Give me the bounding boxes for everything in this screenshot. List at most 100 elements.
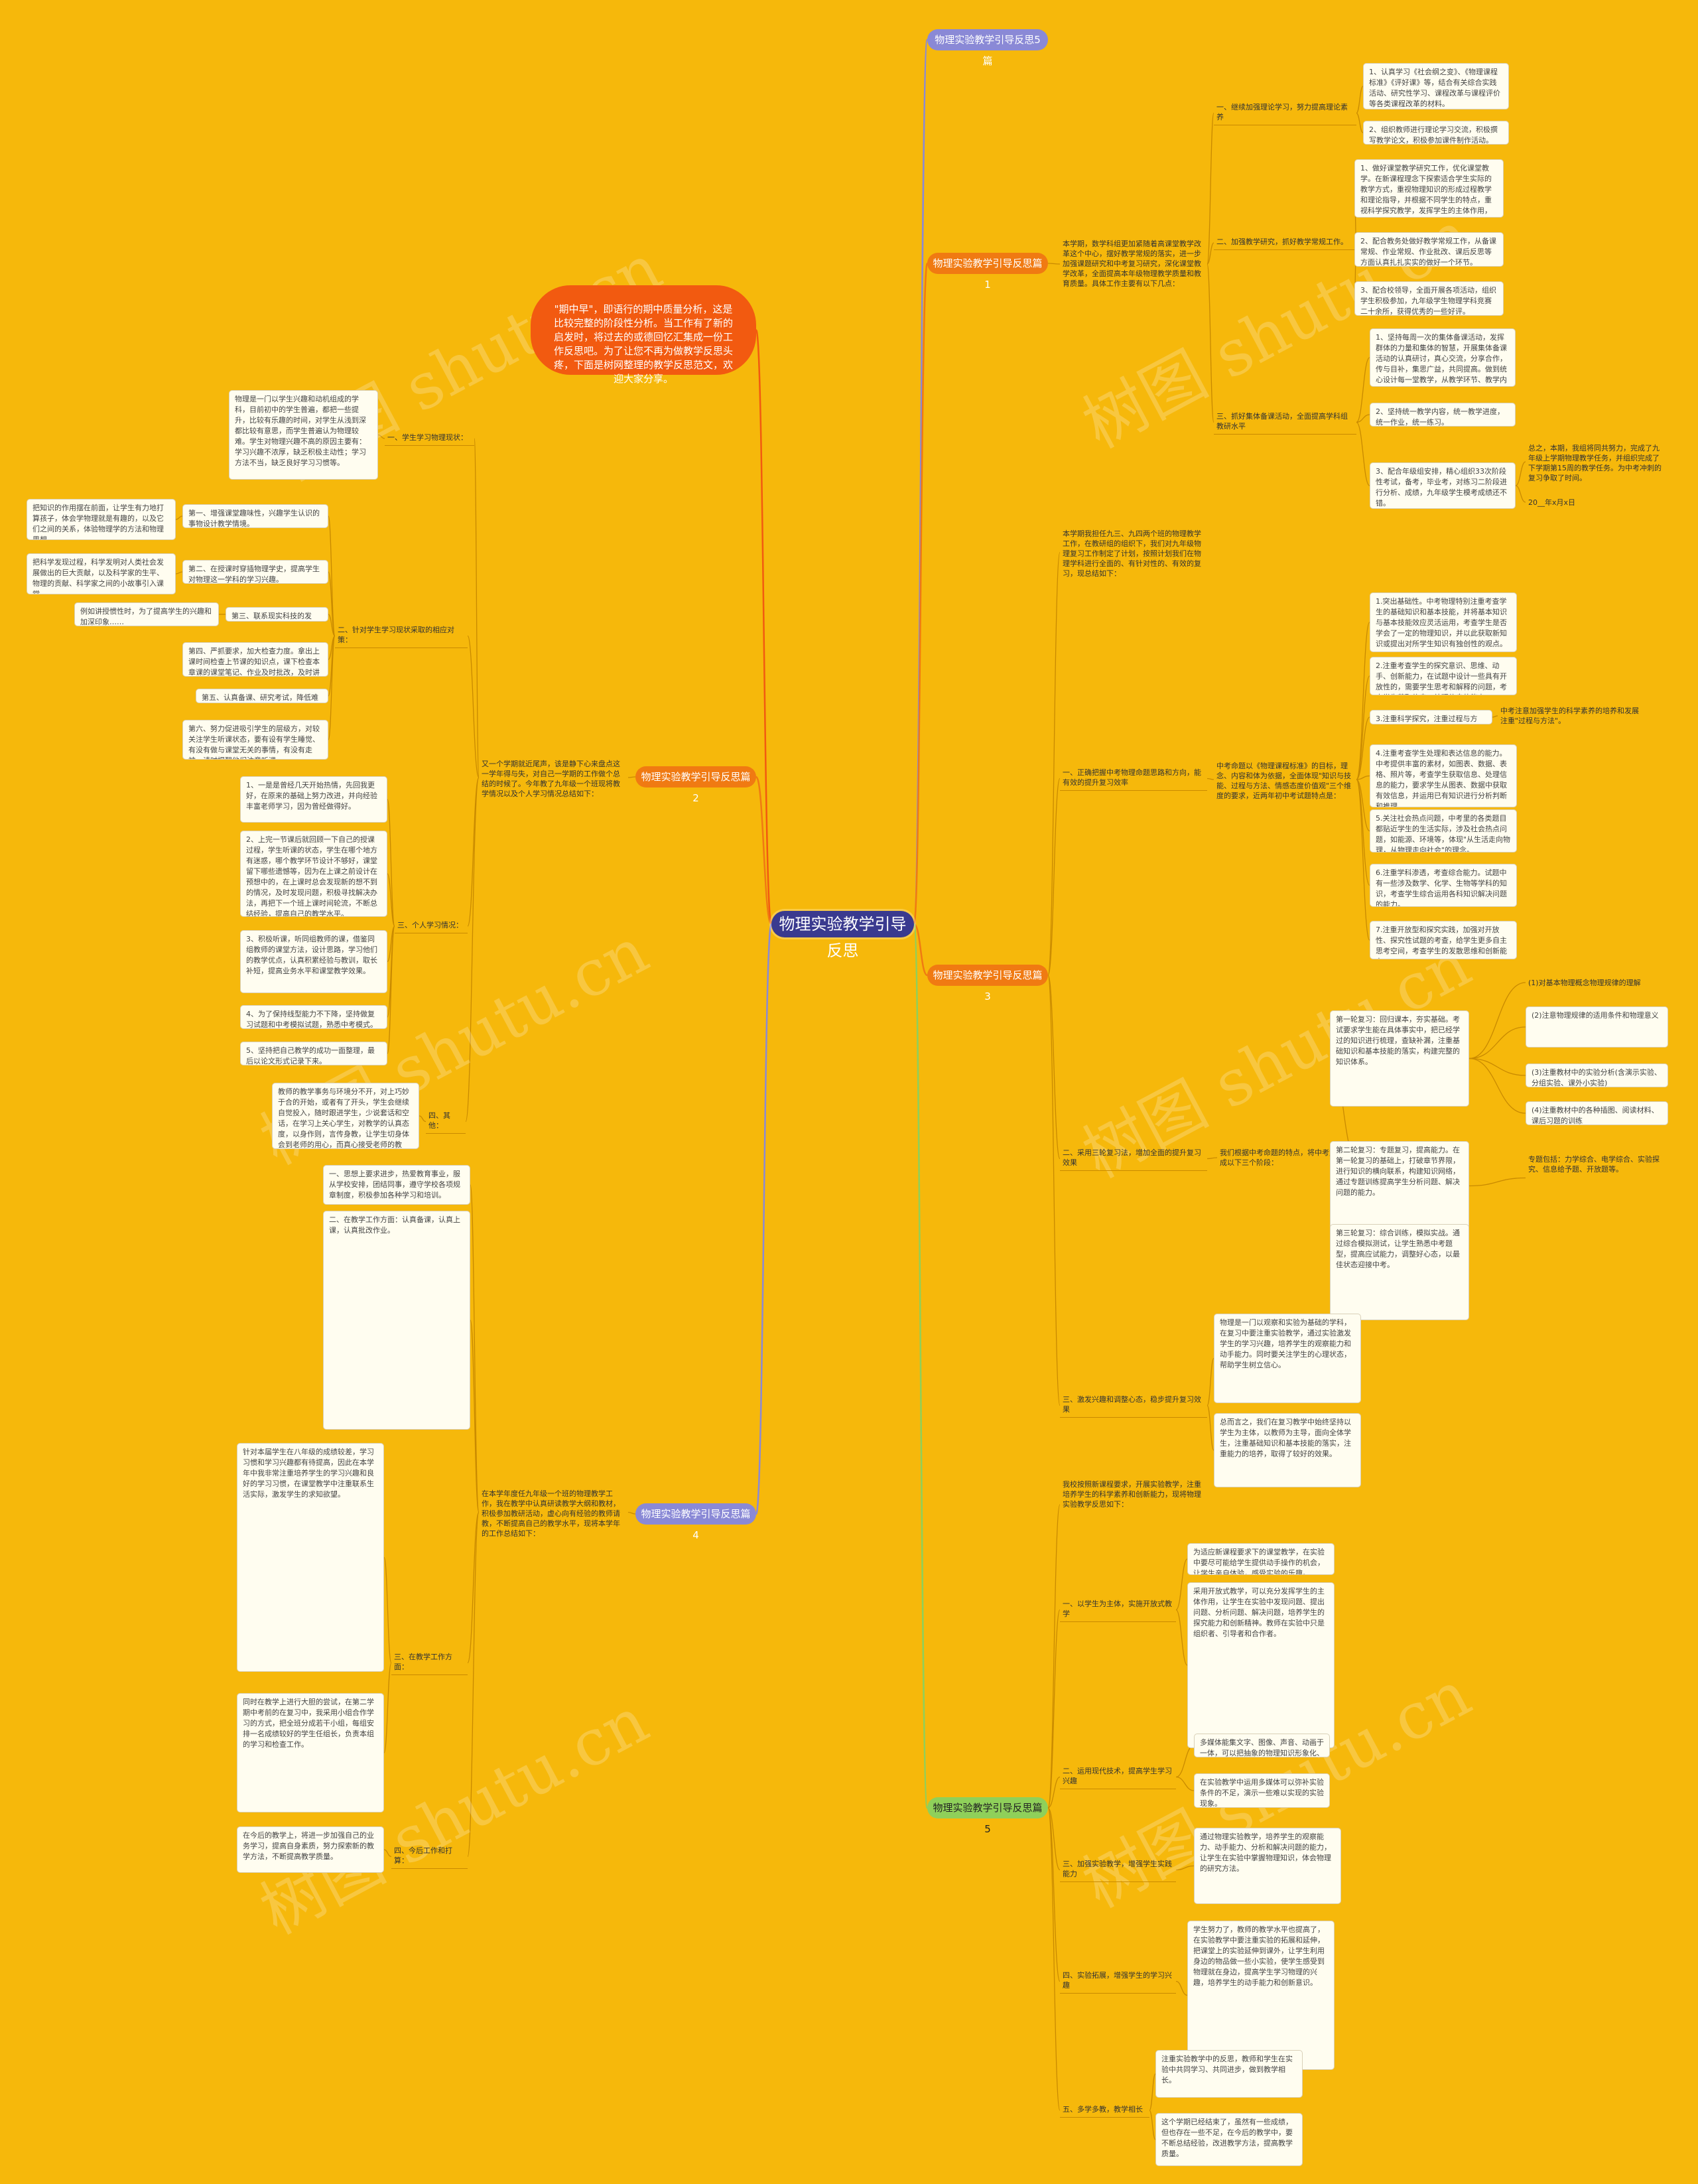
connector-line-55 xyxy=(1207,1157,1218,1160)
b3-section-3[interactable]: 三、激发兴趣和调整心态，稳步提升复习效果 xyxy=(1060,1393,1207,1418)
connector-line-83 xyxy=(1175,1776,1195,1791)
b1-s3-card-2: 2、坚持统一教学内容，统一教学进度，统一作业，统一练习。 xyxy=(1370,403,1516,427)
connector-line-29 xyxy=(328,614,336,637)
connector-line-23 xyxy=(467,635,480,778)
b2-s3-card-3: 3、积极听课，听同组教师的课，借鉴同组教师的课堂方法，设计思路，学习他们的教学优… xyxy=(240,930,387,993)
connector-line-22 xyxy=(474,438,480,778)
b3-s1-card-6: 6.注重学科渗透，考查综合能力。试题中有一些涉及数学、化学、生物等学科的知识，考… xyxy=(1370,864,1517,907)
b2-s2-card-6: 第六、努力促进吸引学生的层级方，对较关注学生听课状态，要有设有学生睡觉、有没有做… xyxy=(182,720,328,760)
b1-closing: 总之，本期，我组将同共努力，完成了九年级上学期物理教学任务，并组织完成了下学期第… xyxy=(1528,444,1662,482)
b2-s2-card-5: 第五、认真备课、研究考试，降低难度。 xyxy=(196,689,328,703)
connector-line-80 xyxy=(1175,1558,1188,1611)
connector-line-21 xyxy=(627,776,636,778)
connector-line-42 xyxy=(1047,551,1061,976)
b1-s2-card-1: 1、做好课堂教学研究工作，优化课堂教学。在新课程理念下探索适合学生实际的教学方式… xyxy=(1354,159,1504,218)
b3-s3-card-1: 物理是一门以观察和实验为基础的学科，在复习中要注重实验教学，通过实验激发学生的学… xyxy=(1214,1314,1361,1403)
b2-section-1[interactable]: 一、学生学习物理现状： xyxy=(385,431,474,446)
root-topic[interactable]: 物理实验教学引导反思 xyxy=(771,911,914,960)
b1-s2-card-3: 3、配合校领导，全面开展各项活动，组织学生积极参加，九年级学生物理学科竞赛二十余… xyxy=(1354,281,1504,316)
b3-s1-card-3: 3.注重科学探究，注重过程与方法。 xyxy=(1370,710,1492,724)
b5-section-3[interactable]: 三、加强实验教学，增强学生实践能力 xyxy=(1060,1858,1176,1882)
b5-s1-card-2: 采用开放式教学，可以充分发挥学生的主体作用，让学生在实验中发现问题、提出问题、分… xyxy=(1187,1582,1335,1748)
branch-5-overview[interactable]: 物理实验教学引导反思5篇 xyxy=(927,29,1048,67)
b5-section-2[interactable]: 二、运用现代技术，提高学生学习兴趣 xyxy=(1060,1765,1176,1789)
b2-section-3[interactable]: 三、个人学习情况： xyxy=(395,919,468,933)
b1-s3-card-1: 1、坚持每周一次的集体备课活动，发挥群体的力量和集体的智慧，开展集体备课活动的认… xyxy=(1370,328,1516,387)
b2-s4-card-1: 教师的教学事务与环境分不开，对上巧妙于合的开始，或者有了开头，学生会继续自觉投入… xyxy=(272,1083,419,1149)
b3-s2-card-1: 第一轮复习：回归课本，夯实基础。考试要求学生能在具体事实中，把已经学过的知识进行… xyxy=(1330,1010,1469,1107)
b3-s1-card-1: 1.突出基础性。中考物理特别注重考查学生的基础知识和基本技能，并将基本知识与基本… xyxy=(1370,592,1517,652)
b2-section-2[interactable]: 二、针对学生学习现状采取的相应对策： xyxy=(335,624,468,648)
connector-line-32 xyxy=(328,635,336,740)
connector-line-46 xyxy=(1207,778,1214,780)
b1-s1-card-2: 2、组织教师进行理论学习交流，积极撰写教学论文，积极参加课件制作活动。 xyxy=(1363,121,1509,145)
connector-line-67 xyxy=(470,1184,480,1513)
b2-s2-note-3: 例如讲授惯性时，为了提高学生的兴趣和加深印象…… xyxy=(74,602,219,626)
b4-s3-card-1: 针对本届学生在八年级的成绩较差，学习习惯和学习兴趣都有待提高，因此在本学年中我非… xyxy=(237,1443,384,1672)
b4-section-4[interactable]: 四、今后工作和打算： xyxy=(391,1844,468,1869)
b2-s3-card-5: 5、坚持把自己教学的成功一面整理，最后以论文形式记录下来。 xyxy=(240,1042,387,1065)
b4-summary: 在本学年度任九年级一个班的物理教学工作，我在教学中认真研读教学大纲和教材，积极参… xyxy=(482,1489,620,1538)
b4-section-3[interactable]: 三、在教学工作方面： xyxy=(391,1651,468,1675)
b3-s2-c1-note-3: (3)注重教材中的实验分析(含演示实验、分组实验、课外小实验) xyxy=(1526,1063,1668,1087)
branch-4[interactable]: 物理实验教学引导反思篇4 xyxy=(635,1503,756,1541)
connector-line-20 xyxy=(1515,485,1526,503)
connector-line-61 xyxy=(1469,1058,1526,1076)
b3-s1-card-3-note: 中考注意加强学生的科学素养的培养和发展注重"过程与方法"。 xyxy=(1500,707,1639,725)
connector-line-81 xyxy=(1175,1609,1188,1666)
branch-3[interactable]: 物理实验教学引导反思篇3 xyxy=(927,965,1048,1002)
connector-line-69 xyxy=(467,1511,480,1664)
connector-line-0 xyxy=(913,38,929,925)
b5-s5-card-2: 这个学期已经结束了，虽然有一些成绩，但也存在一些不足，在今后的教学中，要不断总结… xyxy=(1155,2113,1303,2166)
branch-1[interactable]: 物理实验教学引导反思篇1 xyxy=(927,253,1048,291)
b2-s2-note-2: 把科学发现过程，科学发明对人类社会发展做出的巨大贡献，以及科学家的生平、物理的贡… xyxy=(27,553,176,594)
connector-line-48 xyxy=(1356,675,1370,780)
connector-line-59 xyxy=(1469,982,1526,1059)
b5-section-5[interactable]: 五、多学多教，教学相长 xyxy=(1060,2103,1149,2118)
b5-s3-card-1: 通过物理实验教学，培养学生的观察能力、动手能力、分析和解决问题的能力，让学生在实… xyxy=(1194,1828,1341,1904)
connector-line-65 xyxy=(1207,1404,1214,1451)
connector-line-25 xyxy=(465,777,480,1123)
branch-5[interactable]: 物理实验教学引导反思篇5 xyxy=(927,1797,1048,1835)
b4-s4-card-1: 在今后的教学上，将进一步加强自己的业务学习，提高自身素质，努力探索新的教学方法，… xyxy=(237,1826,384,1873)
b1-section-3[interactable]: 三、抓好集体备课活动，全面提高学科组教研水平 xyxy=(1214,410,1356,435)
b3-s2-card-2: 第二轮复习：专题复习，提高能力。在第一轮复习的基础上，打破章节界限，进行知识的横… xyxy=(1330,1141,1469,1231)
connector-line-75 xyxy=(1047,1609,1061,1809)
b2-s2-card-2: 第二、在授课时穿插物理学史，提高学生对物理这一学科的学习兴趣。 xyxy=(182,560,328,584)
b3-section-2[interactable]: 二、采用三轮复习法，增加全面的提升复习效果 xyxy=(1060,1146,1207,1171)
connector-line-78 xyxy=(1047,1807,1061,1982)
connector-line-4 xyxy=(913,923,929,977)
connector-line-51 xyxy=(1356,779,1370,832)
b3-section-1[interactable]: 一、正确把握中考物理命题思路和方向，能有效的提升复习效率 xyxy=(1060,766,1207,791)
b1-summary: 本学期，数学科组更加紧随着高课堂教学改革这个中心，摆好教学常规的落实，进一步加强… xyxy=(1063,239,1201,288)
b5-s2-card-1: 多媒体能集文字、图像、声音、动画于一体，可以把抽象的物理知识形象化、直观化。 xyxy=(1194,1734,1330,1757)
b2-summary: 又一个学期就近尾声，该是静下心来盘点这一学年得与失，对自己一学期的工作做个总结的… xyxy=(482,760,620,798)
connector-line-86 xyxy=(1149,2073,1156,2111)
b3-s2-card-3: 第三轮复习：综合训练，模拟实战。通过综合模拟测试，让学生熟悉中考题型，提高应试能… xyxy=(1330,1224,1469,1320)
connector-line-44 xyxy=(1047,975,1061,1160)
connector-line-53 xyxy=(1356,779,1370,941)
b4-s3-card-2: 同时在教学上进行大胆的尝试，在第二学期中考前的在复习中，我采用小组合作学习的方式… xyxy=(237,1693,384,1812)
b2-section-4[interactable]: 四、其他： xyxy=(426,1109,466,1134)
b3-s3-card-2: 总而言之，我们在复习教学中始终坚持以学生为主体，以教师为主导，面向全体学生，注重… xyxy=(1214,1413,1361,1487)
b3-s2-c1-note-4: (4)注重教材中的各种插图、阅读材料、课后习题的训练 xyxy=(1526,1101,1668,1125)
b3-summary: 本学期我担任九三、九四两个班的物理教学工作，在教研组的组织下，我们对九年级物理复… xyxy=(1063,529,1201,578)
connector-line-8 xyxy=(1207,112,1214,265)
connector-line-36 xyxy=(387,799,395,927)
b2-s3-card-1: 1、一是是曾经几天开始热情，先回我更好，在原来的基础上努力改进，并向经验丰富老师… xyxy=(240,776,387,823)
connector-line-54 xyxy=(1492,715,1498,718)
connector-line-47 xyxy=(1356,622,1370,780)
connector-line-50 xyxy=(1356,775,1370,780)
connector-line-37 xyxy=(387,873,395,927)
b1-section-2[interactable]: 二、加强教学研究，抓好教学常规工作。 xyxy=(1214,236,1356,250)
b1-section-1[interactable]: 一、继续加强理论学习，努力提高理论素养 xyxy=(1214,101,1356,125)
connector-line-40 xyxy=(387,925,395,1054)
branch-2[interactable]: 物理实验教学引导反思篇2 xyxy=(635,766,756,804)
connector-line-1 xyxy=(913,262,929,925)
connector-line-76 xyxy=(1047,1776,1061,1809)
b4-card-2: 二、在教学工作方面：认真备课，认真上课，认真批改作业。 xyxy=(323,1211,470,1430)
b3-s2-c1-note-1: (1)对基本物理概念物理规律的理解 xyxy=(1528,979,1641,987)
b5-section-4[interactable]: 四、实验拓展，增强学生的学习兴趣 xyxy=(1060,1969,1176,1994)
b5-section-1[interactable]: 一、以学生为主体，实施开放式教学 xyxy=(1060,1598,1176,1622)
